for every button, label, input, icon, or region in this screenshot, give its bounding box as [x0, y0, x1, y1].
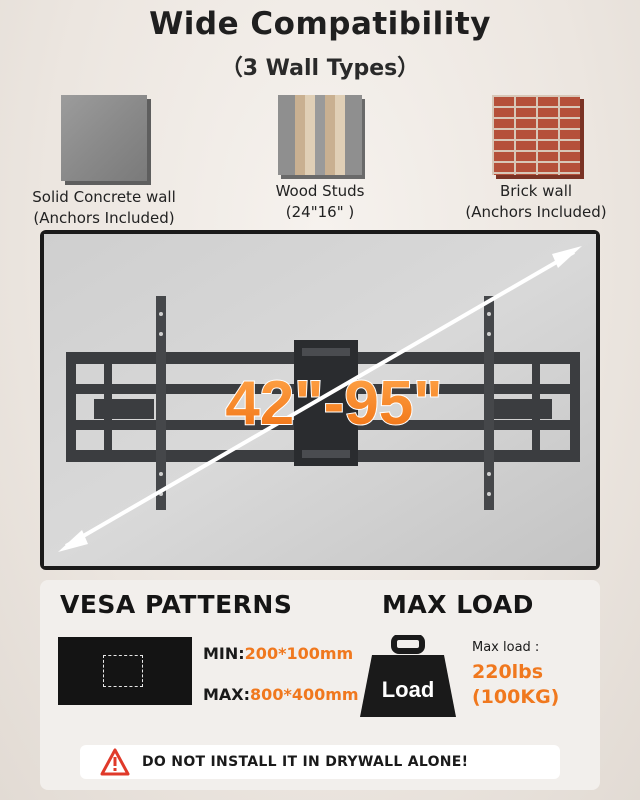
weight-icon: Load: [360, 635, 456, 717]
drywall-warning: DO NOT INSTALL IT IN DRYWALL ALONE!: [80, 745, 560, 779]
vertical-brackets: [156, 296, 494, 510]
brick-wall-image: [492, 95, 580, 175]
wall-note: (24"16" ): [285, 203, 355, 221]
vesa-max: MAX:800*400mm: [203, 685, 359, 704]
wall-name: Solid Concrete wall: [32, 188, 176, 206]
wall-label: Brick wall (Anchors Included): [436, 181, 636, 223]
tv-mount-illustration: 42"-95": [44, 234, 596, 566]
wood-studs-image: [278, 95, 362, 175]
max-load-heading: MAX LOAD: [382, 590, 534, 619]
vesa-min: MIN:200*100mm: [203, 644, 353, 663]
vesa-max-value: 800*400mm: [250, 685, 359, 704]
max-load-lbs: 220lbs: [472, 661, 544, 683]
warning-icon: [100, 748, 130, 776]
wall-plate: [294, 340, 358, 466]
warning-text: DO NOT INSTALL IT IN DRYWALL ALONE!: [142, 754, 469, 770]
wall-type-brick: Brick wall (Anchors Included): [436, 95, 636, 223]
vesa-min-value: 200*100mm: [244, 644, 354, 663]
page-title: Wide Compatibility: [149, 6, 491, 42]
wall-type-wood-studs: Wood Studs (24"16" ): [220, 95, 420, 223]
specs-panel: VESA PATTERNS MAX LOAD MIN:200*100mm MAX…: [40, 580, 600, 790]
max-load-kg: (100KG): [472, 686, 560, 708]
tv-mount-photo: 42"-95": [40, 230, 600, 570]
wall-label: Solid Concrete wall (Anchors Included): [4, 187, 204, 229]
diagonal-arrow-icon: [58, 246, 582, 552]
max-load-label: Max load :: [472, 640, 540, 655]
vesa-min-label: MIN:: [203, 644, 245, 663]
vesa-max-label: MAX:: [203, 685, 251, 704]
wall-name: Brick wall: [499, 182, 573, 200]
concrete-wall-image: [61, 95, 147, 181]
page-subtitle: （3 Wall Types）: [220, 56, 420, 81]
vesa-hole-outline: [103, 655, 143, 687]
size-range-label: 42"-95": [225, 369, 442, 438]
weight-icon-text: Load: [382, 677, 435, 702]
vesa-heading: VESA PATTERNS: [60, 590, 293, 619]
wall-type-concrete: Solid Concrete wall (Anchors Included): [4, 95, 204, 229]
wall-name: Wood Studs: [275, 182, 365, 200]
vesa-pattern-image: [58, 637, 192, 705]
wall-note: (Anchors Included): [465, 203, 607, 221]
wall-note: (Anchors Included): [33, 209, 175, 227]
wall-label: Wood Studs (24"16" ): [220, 181, 420, 223]
